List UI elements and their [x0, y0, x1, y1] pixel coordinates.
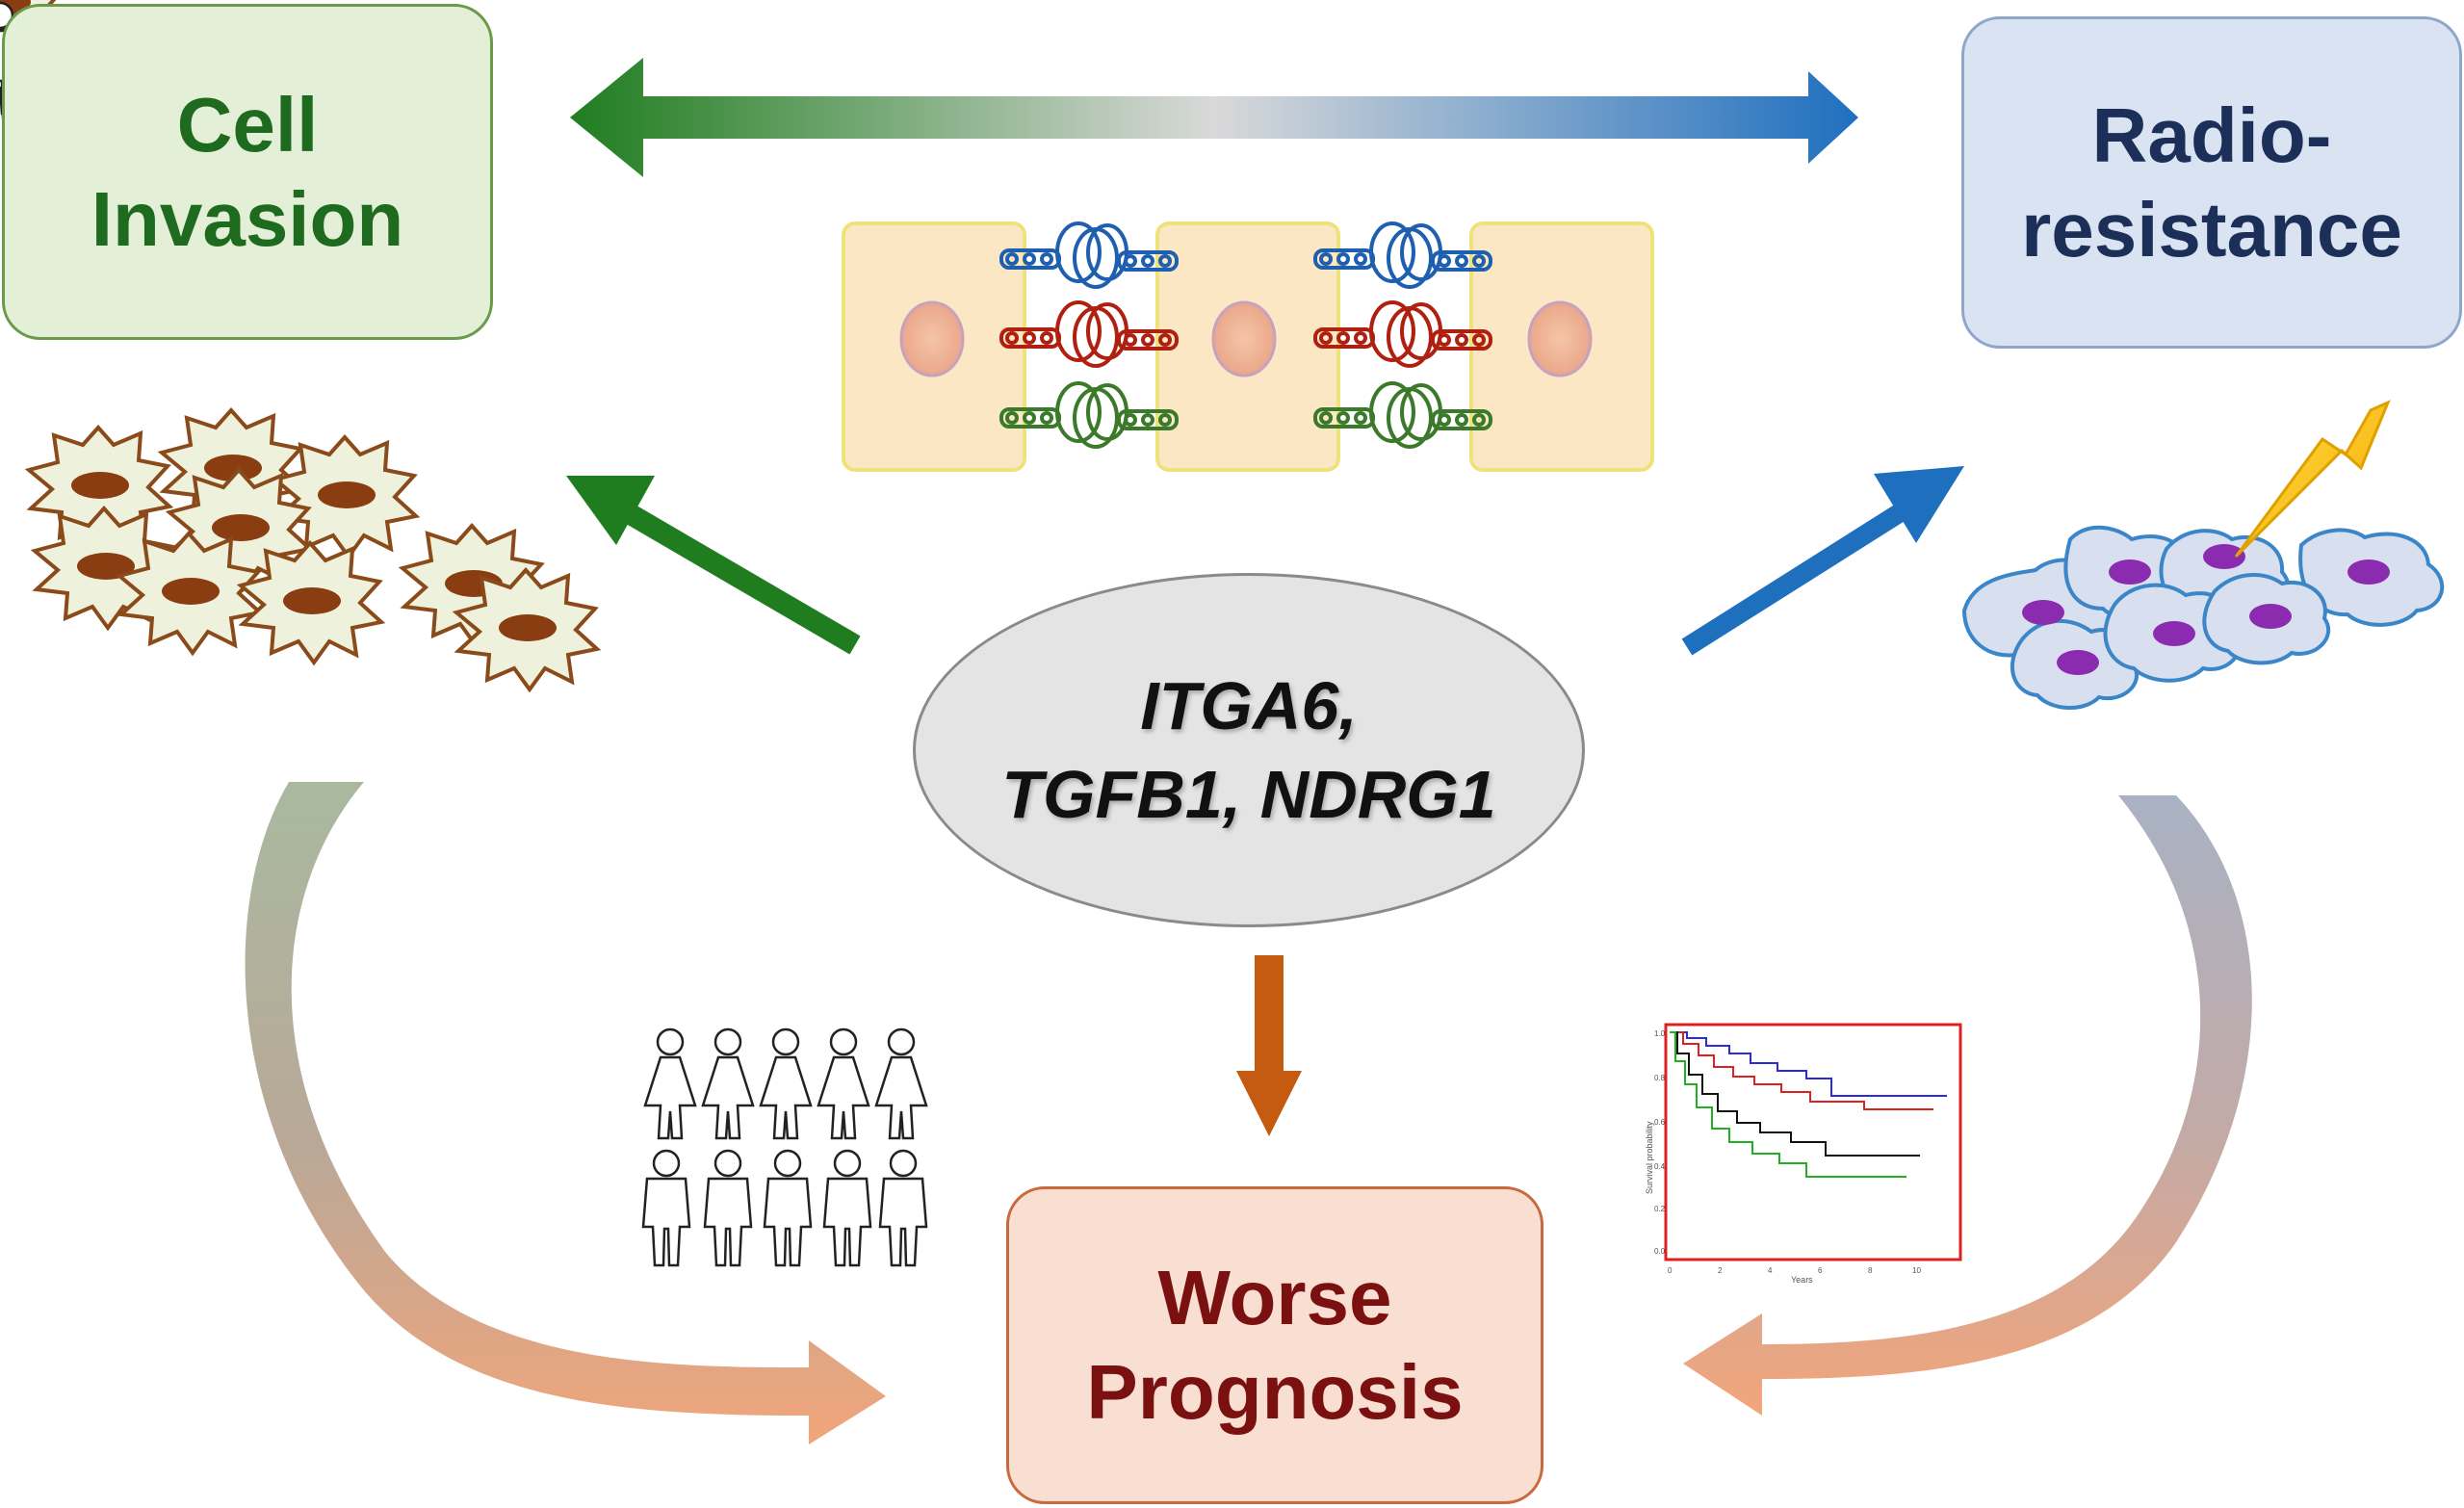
top-double-arrow: [570, 58, 1858, 177]
km-curve-red: [1670, 1031, 1933, 1110]
irradiated-cells-icon: [1961, 400, 2445, 711]
worse-prognosis-line-1: Worse: [1157, 1255, 1392, 1341]
km-curve-green: [1670, 1031, 1906, 1178]
cell-junction-icon: [842, 221, 1654, 472]
radioresistance-line-1: Radio-: [2091, 91, 2332, 178]
right-curved-arrow: [1683, 795, 2252, 1416]
km-ytick-4: 0.4: [1654, 1162, 1666, 1171]
km-ylabel: Survival probability: [1645, 1121, 1654, 1194]
gene-line-1: ITGA6,: [1140, 667, 1358, 743]
left-curved-arrow: [245, 782, 887, 1444]
arrow-to-radioresistance: [1681, 466, 1964, 656]
km-xtick-6: 10: [1912, 1266, 1921, 1275]
cell-invasion-box: Cell Invasion: [2, 4, 493, 340]
worse-prognosis-line-2: Prognosis: [1086, 1349, 1464, 1435]
gene-list: ITGA6, TGFB1, NDRG1: [1001, 662, 1495, 840]
kaplan-meier-plot-icon: Survival probability Years 1.0 0.8 0.6 0…: [1645, 1023, 1962, 1285]
km-curve-black: [1670, 1031, 1920, 1157]
km-ytick-2: 0.8: [1654, 1074, 1666, 1082]
km-xtick-2: 2: [1718, 1266, 1723, 1275]
km-xtick-1: 0: [1668, 1266, 1673, 1275]
km-ytick-5: 0.2: [1654, 1205, 1666, 1213]
arrow-to-prognosis: [1236, 955, 1302, 1136]
lightning-icon: [2234, 400, 2391, 559]
km-xtick-5: 8: [1868, 1266, 1873, 1275]
gene-ellipse: ITGA6, TGFB1, NDRG1: [913, 573, 1585, 927]
km-ytick-6: 0.0: [1654, 1247, 1666, 1256]
cell-invasion-line-1: Cell: [176, 81, 319, 168]
radioresistance-box: Radio- resistance: [1961, 16, 2462, 349]
gene-line-2: TGFB1, NDRG1: [1001, 757, 1496, 832]
km-xtick-4: 6: [1818, 1266, 1823, 1275]
arrow-to-invasion: [566, 476, 861, 655]
km-xtick-3: 4: [1768, 1266, 1773, 1275]
worse-prognosis-box: Worse Prognosis: [1006, 1186, 1543, 1504]
km-ytick-1: 1.0: [1654, 1029, 1666, 1038]
radioresistance-line-2: resistance: [2021, 186, 2402, 273]
gene-ellipse-background: [913, 573, 1585, 927]
km-xlabel: Years: [1791, 1275, 1813, 1285]
km-ytick-3: 0.6: [1654, 1118, 1666, 1127]
cell-invasion-line-2: Invasion: [91, 175, 404, 262]
km-curve-blue: [1670, 1031, 1947, 1097]
